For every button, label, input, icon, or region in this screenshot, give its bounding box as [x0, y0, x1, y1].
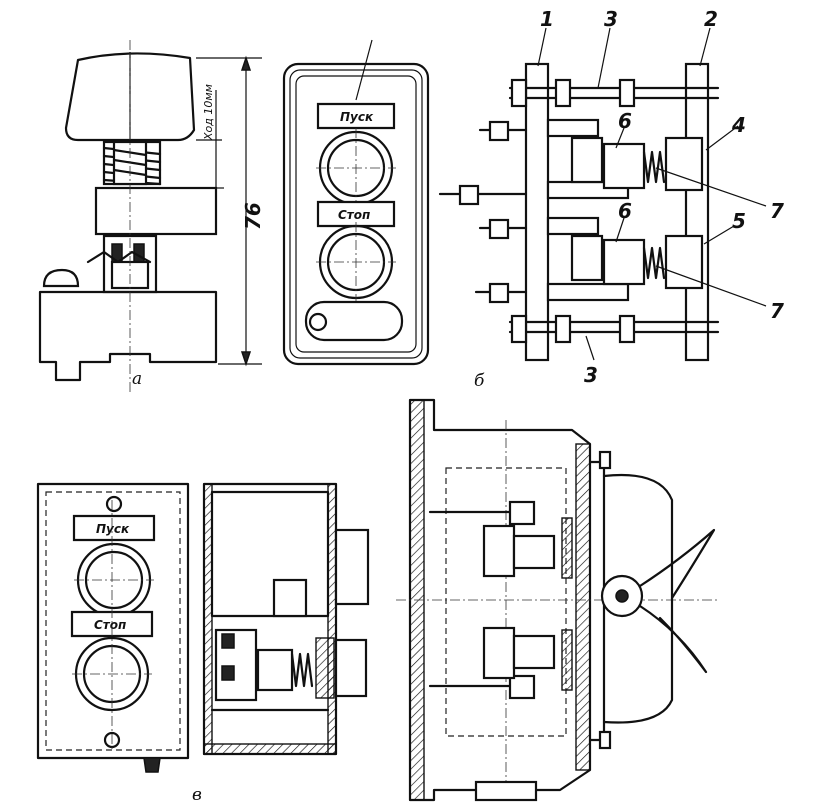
- panel-enclosure-section: [396, 398, 720, 802]
- button-base: [38, 290, 218, 382]
- callout-3-bottom: 3: [584, 363, 598, 387]
- stroke-note: Ход 10мм: [202, 84, 215, 141]
- side-lug: [334, 528, 370, 606]
- bottom-gland: [474, 780, 538, 802]
- plate-stop-v: [70, 610, 154, 638]
- callout-6-upper: 6: [618, 109, 632, 133]
- plate-start-v-text: Пуск: [96, 522, 130, 536]
- panel-a-button-side-view: 76 Ход 10мм а: [38, 40, 265, 392]
- callout-7-lower: 7: [770, 299, 784, 323]
- callout-6-lower: 6: [618, 199, 632, 223]
- contact-bars: [546, 118, 630, 302]
- frame-plate-2: [684, 62, 710, 362]
- terminals: [438, 120, 528, 304]
- spring-lower: [642, 246, 666, 280]
- contact-mechanism: [86, 234, 158, 294]
- panel-v-station-front: Пуск Стоп: [36, 482, 190, 773]
- section-mechanism: [210, 628, 368, 712]
- spring-upper: [642, 150, 666, 184]
- callout-5: 5: [732, 209, 746, 233]
- callout-4: 4: [731, 113, 746, 137]
- moving-contact-upper: [602, 142, 646, 190]
- plate-start-v: [72, 514, 156, 542]
- stroke-dimension: Ход 10мм: [196, 84, 224, 189]
- plate-start-text: Пуск: [340, 110, 374, 124]
- callout-2: 2: [704, 7, 718, 31]
- plate-stop-v-text: Стоп: [94, 618, 126, 632]
- plate-stop-text: Стоп: [338, 208, 370, 222]
- panel-b-contact-assembly: 1 3 2 4 6 7 6 5 7 3 б: [438, 7, 784, 391]
- tie-rods: [508, 78, 720, 344]
- fixing-screw: [308, 312, 328, 332]
- dimension-76-label: 76: [241, 202, 265, 230]
- callout-7-upper: 7: [770, 199, 784, 223]
- plate-stop: [316, 200, 396, 228]
- panel-v-label: в: [192, 785, 202, 805]
- plate-start: [316, 102, 396, 130]
- cover-screw-top: [105, 495, 123, 513]
- handle-wing-upper: [638, 528, 716, 600]
- internal-contacts: [428, 500, 573, 700]
- button-boss: [602, 473, 674, 724]
- callout-3-top: 3: [604, 7, 618, 31]
- handle-wing-lower: [638, 604, 708, 674]
- callout-1: 1: [540, 7, 554, 31]
- button-body: [94, 186, 218, 236]
- panel-b-station-front: Пуск Стоп: [282, 39, 430, 366]
- button-cap: [64, 52, 196, 142]
- bottom-slot: [304, 300, 404, 342]
- cable-clamp: [272, 578, 308, 618]
- return-spring: [102, 140, 162, 186]
- pusher-5: [664, 234, 704, 290]
- dimension-76: 76: [196, 55, 265, 367]
- frame-plate-1: [524, 62, 550, 362]
- leader-lines: [537, 27, 767, 361]
- panel-a-label: а: [132, 369, 142, 389]
- panel-v-section: в: [192, 482, 370, 805]
- moving-contact-lower: [602, 238, 646, 286]
- terminal-screw: [42, 268, 80, 288]
- panel-b-label: б: [474, 371, 485, 391]
